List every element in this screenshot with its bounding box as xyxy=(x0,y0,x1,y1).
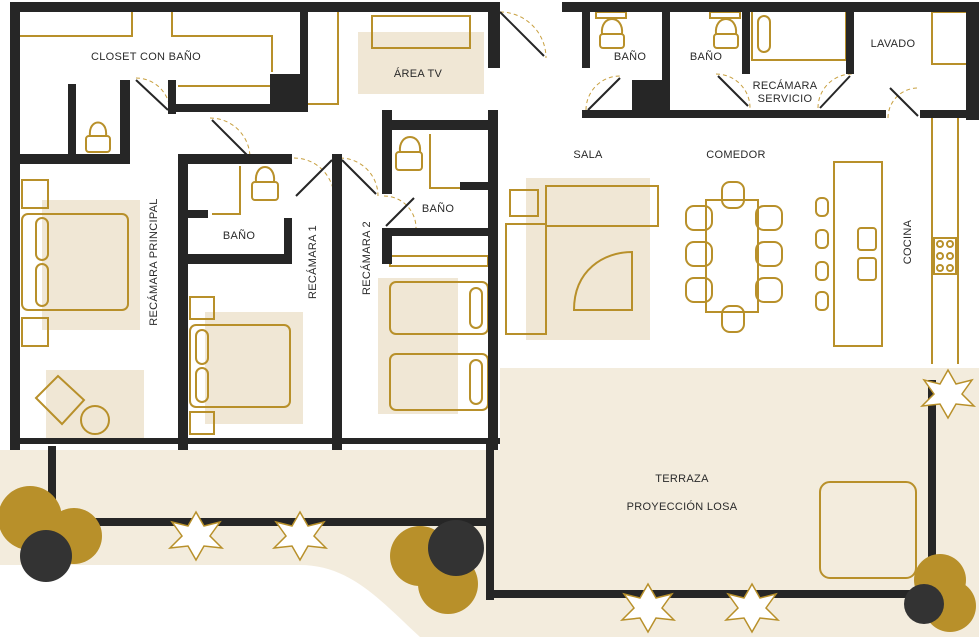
label-bano-recamara-2: BAÑO xyxy=(421,203,455,215)
label-cocina: COCINA xyxy=(902,219,914,265)
plant-star-3 xyxy=(619,582,677,634)
label-bano-top-2: BAÑO xyxy=(689,51,723,63)
plant-gold-2 xyxy=(390,520,484,614)
label-lavado: LAVADO xyxy=(870,38,916,50)
plant-star-4 xyxy=(723,582,781,634)
plant-gold-1 xyxy=(0,486,102,582)
plant-star-2 xyxy=(271,510,329,562)
plant-star-1 xyxy=(167,510,225,562)
master-bed-rug xyxy=(42,200,140,330)
label-area-tv: ÁREA TV xyxy=(393,68,443,80)
label-recamara-2: RECÁMARA 2 xyxy=(361,221,373,295)
bedroom2-beds-rug xyxy=(378,278,458,414)
label-recamara-principal: RECÁMARA PRINCIPAL xyxy=(148,198,160,326)
tv-area-rug xyxy=(358,32,484,94)
label-proyeccion-losa: PROYECCIÓN LOSA xyxy=(626,501,738,513)
label-recamara-servicio: RECÁMARA SERVICIO xyxy=(753,80,818,106)
label-bano-top-1: BAÑO xyxy=(613,51,647,63)
label-recamara-servicio-line2: SERVICIO xyxy=(757,93,813,105)
walls xyxy=(10,2,979,600)
furniture xyxy=(18,11,973,579)
plant-gold-3 xyxy=(904,554,976,632)
door-leaves xyxy=(135,11,919,227)
label-comedor: COMEDOR xyxy=(706,149,766,161)
plant-star-5 xyxy=(919,368,977,420)
label-recamara-1: RECÁMARA 1 xyxy=(307,225,319,299)
label-terraza: TERRAZA xyxy=(655,473,709,485)
label-recamara-servicio-line1: RECÁMARA xyxy=(752,80,818,92)
master-lounge-rug xyxy=(46,370,144,438)
label-bano-recamara-1: BAÑO xyxy=(222,230,256,242)
label-closet-con-bano: CLOSET CON BAÑO xyxy=(90,51,202,63)
label-sala: SALA xyxy=(573,149,603,161)
